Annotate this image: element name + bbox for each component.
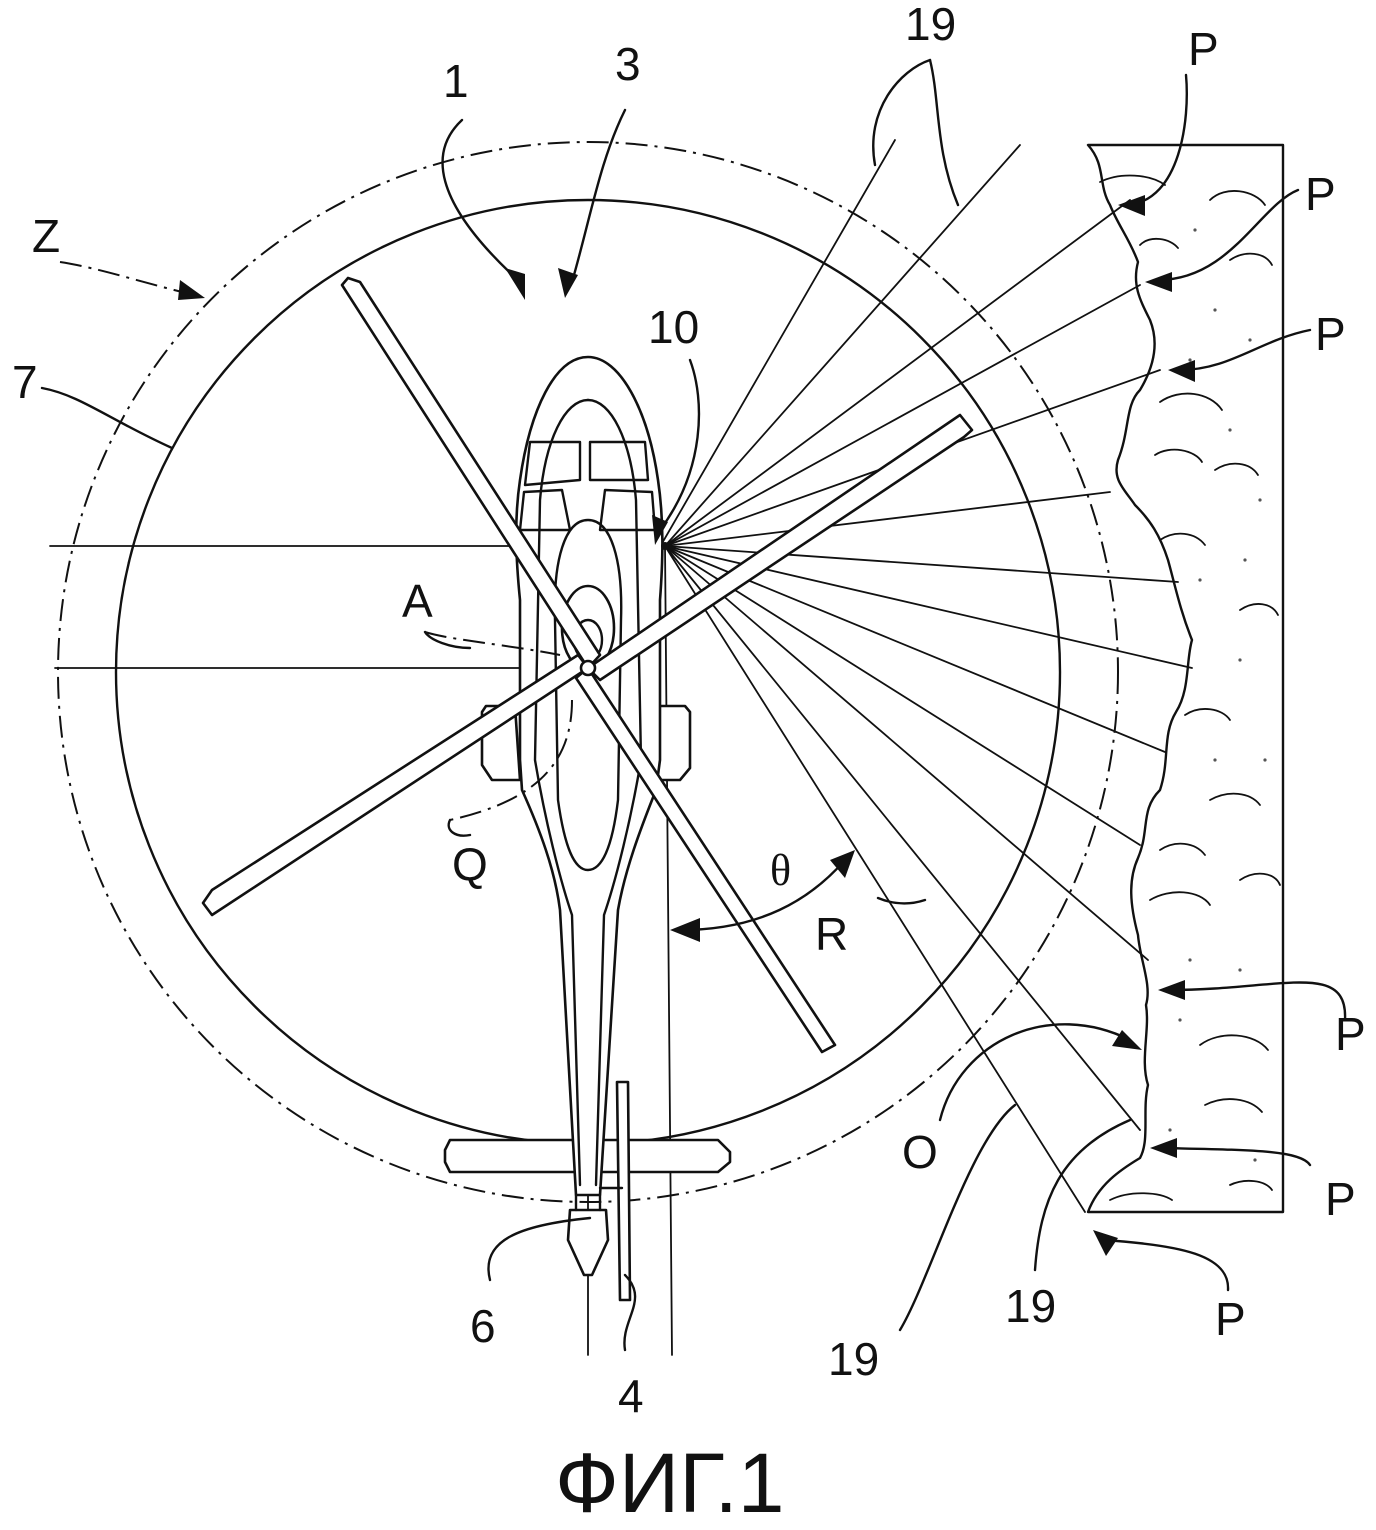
label-p-4: P (1335, 1008, 1366, 1060)
rotor-blade-ne (586, 413, 974, 682)
label-6: 6 (470, 1300, 496, 1352)
sensor-point-10 (661, 542, 669, 550)
label-r: R (815, 908, 848, 960)
label-p-1: P (1188, 23, 1219, 75)
tail-boom-end (566, 1208, 610, 1277)
axis-q-line (449, 699, 573, 821)
figure-caption: ФИГ.1 (555, 1436, 785, 1530)
label-19-bottom-mid: 19 (1005, 1280, 1056, 1332)
label-z: Z (32, 210, 60, 262)
axis-a-line (424, 631, 561, 656)
engine-cowling (553, 518, 623, 872)
helicopter (443, 355, 732, 1277)
label-a: A (402, 575, 433, 627)
label-19-top: 19 (905, 0, 956, 50)
fuselage (514, 355, 664, 1197)
label-10: 10 (648, 301, 699, 353)
label-p-5: P (1325, 1173, 1356, 1225)
cockpit-window-left (523, 440, 582, 487)
label-4: 4 (618, 1370, 644, 1422)
rotor-blade-sw (201, 653, 590, 917)
cockpit-window-right (588, 440, 650, 482)
label-q: Q (452, 838, 488, 890)
label-3: 3 (615, 38, 641, 90)
label-7: 7 (12, 356, 38, 408)
sensor-axis-line (664, 545, 673, 1356)
reference-labels: Z 7 1 3 19 10 A Q θ R O 6 4 19 19 P P P … (12, 0, 1366, 1422)
leader-lines (40, 58, 1347, 1352)
label-1: 1 (443, 55, 469, 107)
label-o: O (902, 1126, 938, 1178)
label-p-3: P (1315, 308, 1346, 360)
label-p-2: P (1305, 168, 1336, 220)
rotor-blade-nw (340, 276, 602, 670)
label-19-bottom-left: 19 (828, 1333, 879, 1385)
label-theta: θ (770, 846, 791, 895)
label-p-6: P (1215, 1293, 1246, 1345)
main-rotor-blades (201, 276, 974, 1054)
obstacle-terrain (1086, 143, 1285, 1214)
tail-rotor (615, 1080, 632, 1302)
